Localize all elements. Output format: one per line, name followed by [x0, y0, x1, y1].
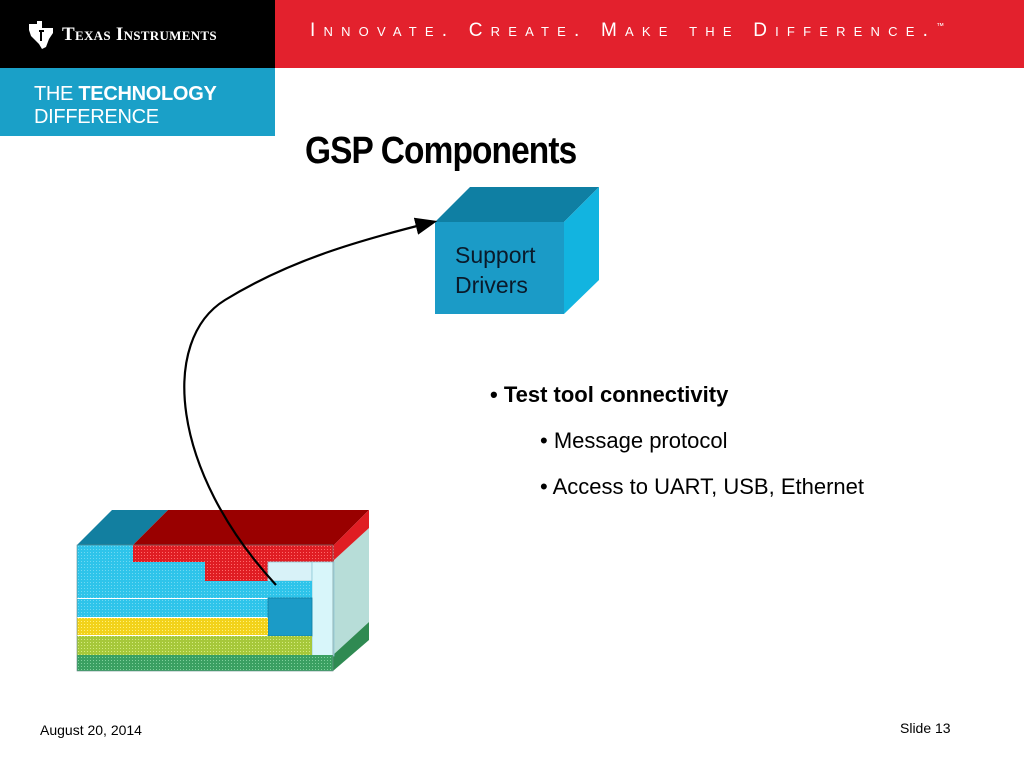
block-side-light — [333, 528, 369, 655]
ti-logo: Texas Instruments — [26, 18, 266, 52]
bullet-list: • Test tool connectivity • Message proto… — [490, 382, 864, 499]
tech-line-1-prefix: THE — [34, 83, 74, 105]
layer-cyan-full-1 — [77, 581, 312, 598]
layer-cyan-full-2 — [77, 599, 268, 617]
tagline: Innovate. Create. Make the Difference.™ — [310, 20, 1010, 42]
header-logo-bar: Texas Instruments — [0, 0, 275, 68]
cube-front-face — [435, 222, 564, 314]
cube-label-line-2: Drivers — [455, 272, 528, 298]
ti-state-icon — [29, 21, 53, 49]
tech-line-1: THE TECHNOLOGY — [34, 83, 217, 106]
layer-red-top — [133, 545, 334, 562]
sub-bullet-message-protocol: • Message protocol — [540, 428, 728, 453]
support-drivers-cube — [435, 187, 599, 314]
trademark-mark: ™ — [936, 21, 945, 31]
layer-support-drivers-slot — [267, 597, 313, 637]
technology-difference-box: THE TECHNOLOGY DIFFERENCE — [0, 68, 275, 136]
footer-slide-number: Slide 13 — [900, 720, 951, 736]
layer-lime — [77, 636, 312, 655]
cube-label: Support Drivers — [455, 240, 536, 300]
tech-line-1-bold: TECHNOLOGY — [78, 83, 217, 105]
block-top-red-side — [334, 510, 369, 560]
block-top-cyan — [77, 510, 168, 545]
layer-light-box — [267, 561, 313, 582]
cube-top-face — [435, 187, 599, 222]
header-tagline-bar — [275, 0, 1024, 68]
bullet-main: • Test tool connectivity — [490, 382, 729, 407]
layer-yellow — [77, 618, 268, 635]
connector-arrow — [183, 217, 438, 586]
layer-cyan-column — [77, 545, 133, 581]
slide-title: GSP Components — [305, 130, 577, 172]
tagline-text: Innovate. Create. Make the Difference. — [310, 20, 937, 41]
platform-layer-block — [76, 510, 369, 672]
sub-bullet-access: • Access to UART, USB, Ethernet — [540, 474, 864, 499]
footer-date: August 20, 2014 — [40, 722, 142, 738]
layer-light-column — [311, 561, 335, 657]
layer-green-base — [77, 655, 333, 671]
layer-red-mid — [205, 562, 268, 581]
cube-label-line-1: Support — [455, 242, 536, 268]
ti-brand-text: Texas Instruments — [62, 24, 217, 45]
block-side-green — [333, 622, 369, 671]
layer-cyan-small — [133, 562, 205, 581]
cube-side-face — [564, 187, 599, 314]
tech-line-2: DIFFERENCE — [34, 106, 159, 128]
block-top-red — [133, 510, 369, 545]
